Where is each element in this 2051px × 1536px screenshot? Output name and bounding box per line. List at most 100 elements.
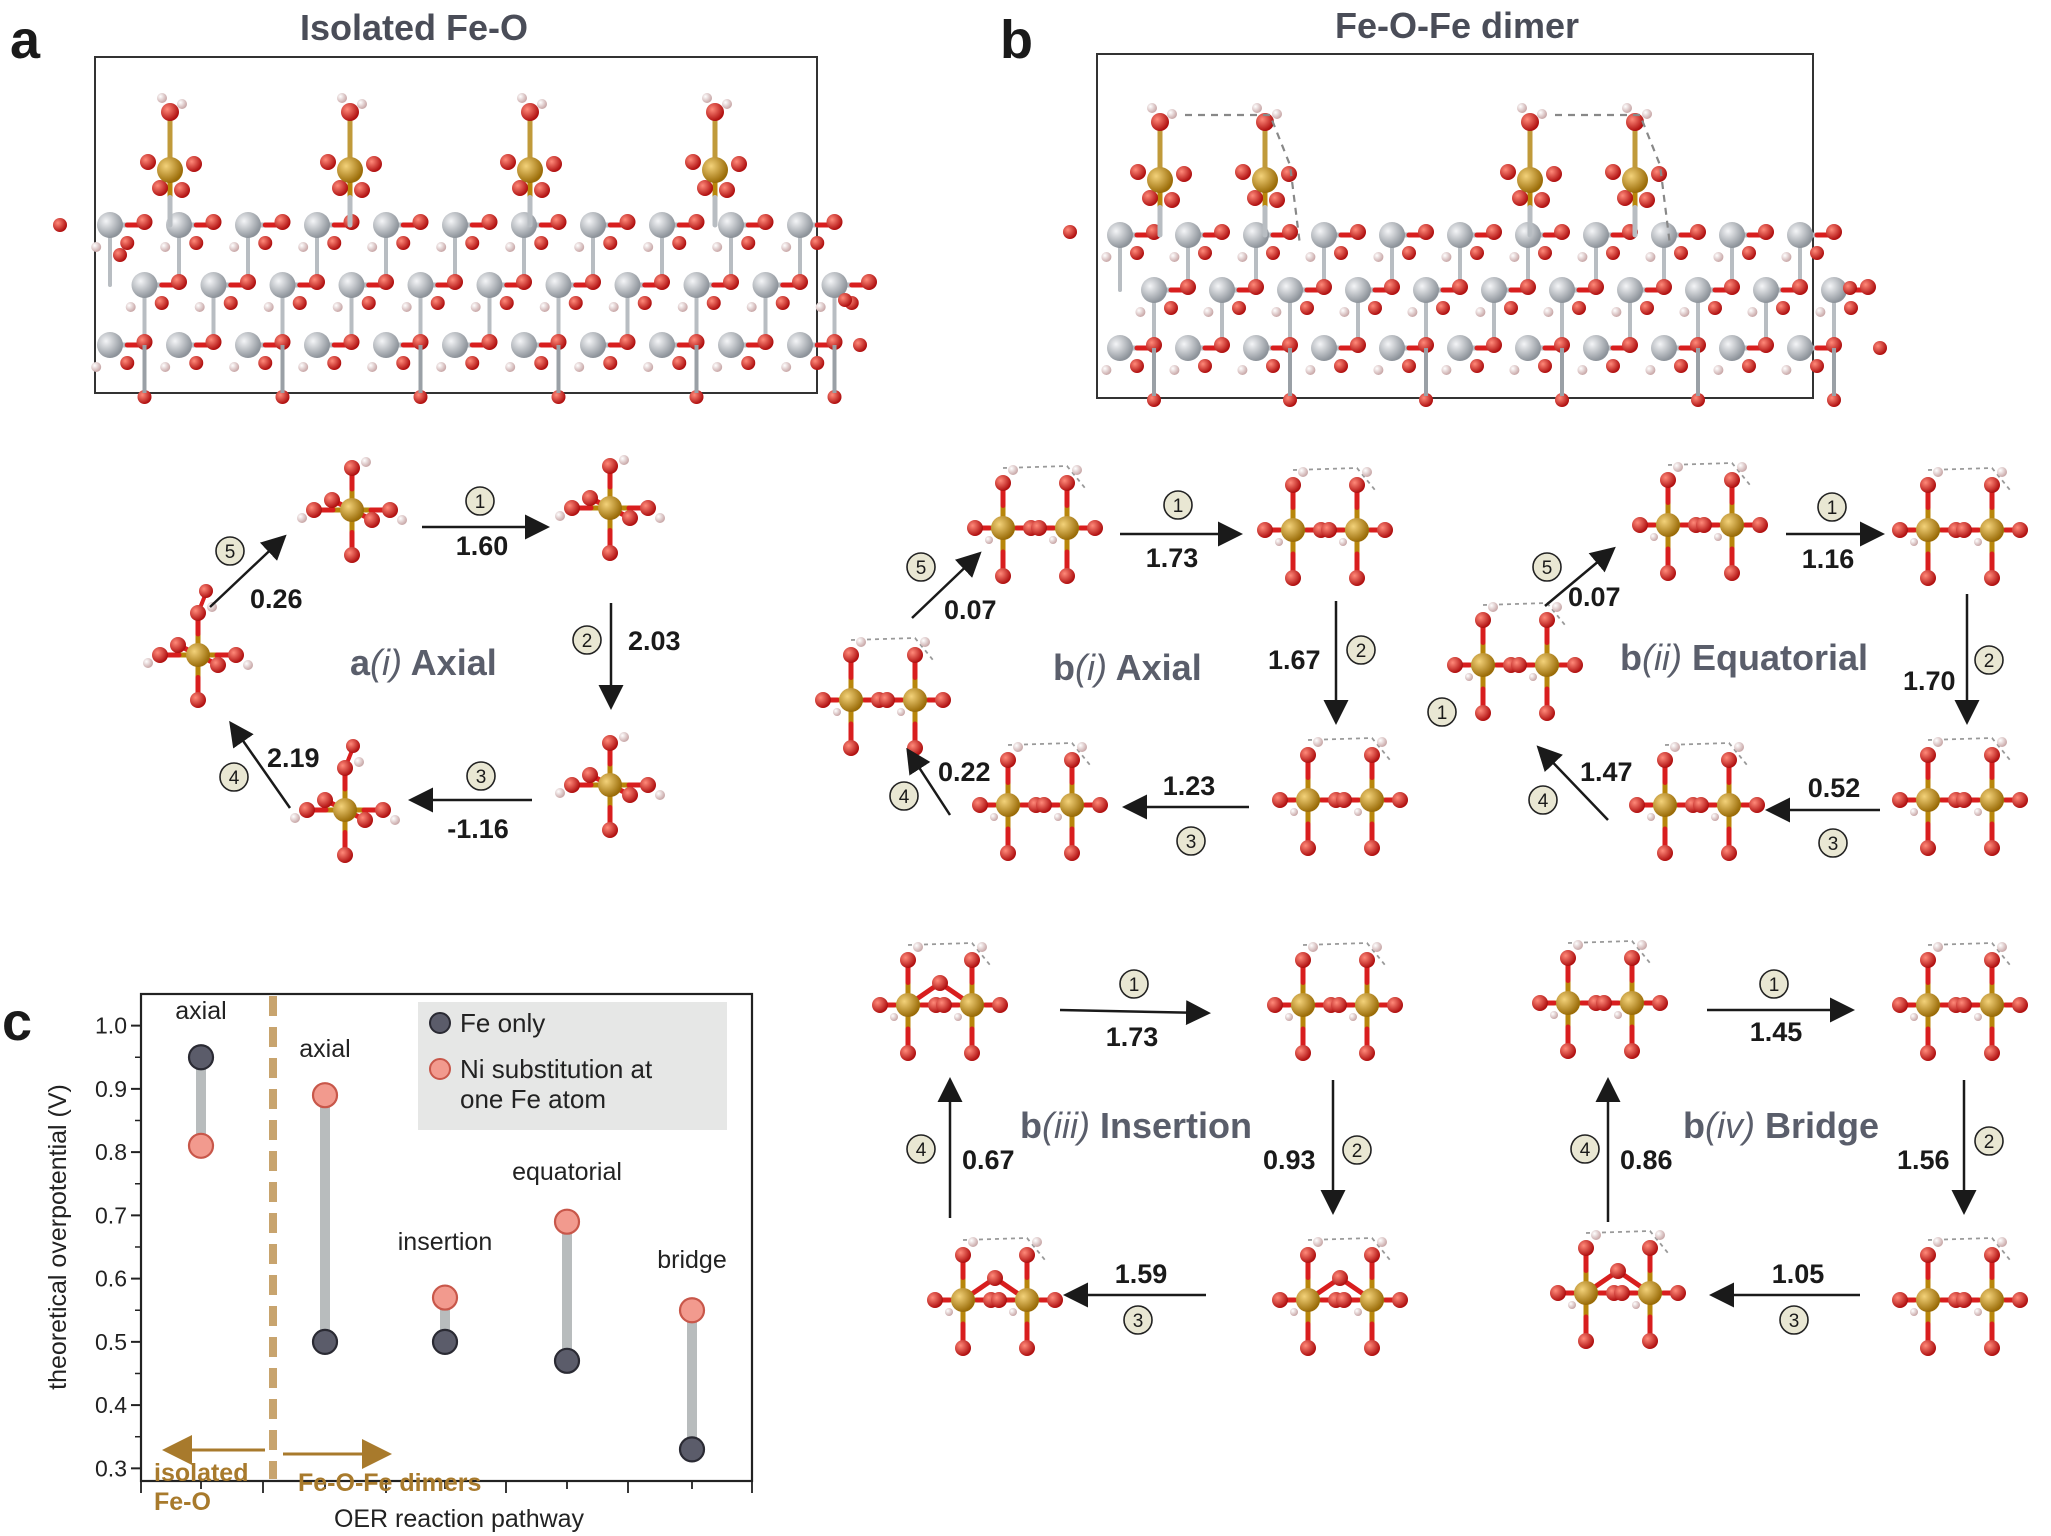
o-atom <box>413 390 428 404</box>
ni-atom <box>1447 222 1473 248</box>
o-atom <box>1164 192 1180 208</box>
h-atom <box>833 708 841 716</box>
arrow-step-1 <box>1059 1000 1211 1026</box>
h-atom <box>1313 1237 1323 1247</box>
fe-atom <box>1980 788 2004 812</box>
legend-marker-fe-only <box>429 1012 451 1034</box>
x-axis-ticks <box>140 1481 753 1493</box>
o-atom <box>1092 797 1108 813</box>
svg-text:1: 1 <box>1769 975 1780 996</box>
fe-o-intermediate <box>297 457 407 563</box>
o-atom <box>113 248 127 262</box>
ni-atom <box>1447 335 1473 361</box>
o-atom <box>688 334 705 350</box>
h-atom <box>897 708 905 716</box>
step-3-label: 31.05 <box>1772 1259 1824 1335</box>
o-atom <box>274 334 291 350</box>
o-atom <box>1724 472 1740 488</box>
fe-atom <box>1916 518 1940 542</box>
h-atom <box>1974 808 1982 816</box>
o-atom <box>1984 477 2000 493</box>
ni-atom <box>718 332 744 358</box>
o-atom <box>152 647 168 663</box>
h-atom <box>297 513 307 523</box>
o-atom <box>1674 246 1688 260</box>
ni-atom <box>787 212 813 238</box>
h-atom <box>1354 808 1362 816</box>
o-atom <box>1475 612 1491 628</box>
o-atom <box>582 767 598 783</box>
svg-text:5: 5 <box>916 558 927 579</box>
o-atom <box>396 356 411 370</box>
point-ni-sub <box>311 1082 339 1109</box>
o-atom <box>1693 797 1709 813</box>
o-atom <box>481 214 498 230</box>
o-atom <box>240 274 256 290</box>
o-atom <box>757 334 774 350</box>
h-atom <box>574 362 585 372</box>
o-atom <box>1235 164 1251 180</box>
o-atom <box>1984 747 2000 763</box>
step-1-value: 1.60 <box>456 531 509 561</box>
o-atom <box>205 214 222 230</box>
o-atom <box>189 236 204 250</box>
h-atom <box>1349 1013 1357 1021</box>
o-atom <box>1300 747 1316 763</box>
h-atom <box>1591 1230 1601 1240</box>
o-atom <box>1511 657 1527 673</box>
o-atom <box>1266 246 1280 260</box>
ni-atom <box>1617 277 1643 303</box>
o-atom <box>1269 192 1285 208</box>
h-atom <box>643 242 654 252</box>
ni-atom <box>649 212 675 238</box>
o-atom <box>1512 190 1528 206</box>
o-atom <box>430 296 445 310</box>
o-atom <box>275 390 290 404</box>
o-atom <box>1146 337 1162 353</box>
o-atom <box>1749 797 1765 813</box>
o-atom <box>1295 952 1311 968</box>
o-atom <box>731 156 747 172</box>
step-4-value: 1.47 <box>1580 757 1633 787</box>
o-atom <box>1392 792 1408 808</box>
o-atom <box>534 236 549 250</box>
fe-atom <box>1620 991 1644 1015</box>
cycle-b-axial: b(i) Axial 11.73 21.67 31.23 40.22 50.07 <box>889 490 1376 856</box>
step-3-value: -1.16 <box>447 814 509 844</box>
o-atom <box>815 692 831 708</box>
h-atom <box>332 302 343 312</box>
h-atom <box>677 302 688 312</box>
o-atom <box>1130 246 1144 260</box>
ni-atom <box>580 212 606 238</box>
ni-atom <box>442 212 468 238</box>
fe-o-intermediate <box>555 732 665 838</box>
h-atom <box>815 302 826 312</box>
h-atom <box>722 99 732 109</box>
o-atom <box>1470 246 1484 260</box>
ni-atom <box>1141 277 1167 303</box>
step-3-value: 1.23 <box>1163 771 1216 801</box>
o-atom <box>1486 224 1502 240</box>
ni-atom <box>166 332 192 358</box>
arrow-step-4 <box>1536 745 1609 821</box>
fe-o-fe-intermediate <box>927 1237 1063 1356</box>
o-atom <box>723 274 739 290</box>
o-atom <box>1758 337 1774 353</box>
fe-atom <box>1296 1288 1320 1312</box>
o-atom <box>706 296 721 310</box>
h-atom <box>1632 1301 1640 1309</box>
o-atom <box>309 274 325 290</box>
ni-atom <box>1787 335 1813 361</box>
h-atom <box>1650 533 1658 541</box>
h-atom <box>1611 307 1622 317</box>
y-tick-label: 0.9 <box>95 1076 127 1102</box>
o-atom <box>534 356 549 370</box>
h-atom <box>968 1237 978 1247</box>
o-atom <box>337 760 353 776</box>
h-atom <box>243 660 253 670</box>
h-atom <box>1711 813 1719 821</box>
fe-atom <box>1355 993 1379 1017</box>
ni-atom <box>269 272 296 298</box>
fe-o-intermediate <box>555 455 665 561</box>
